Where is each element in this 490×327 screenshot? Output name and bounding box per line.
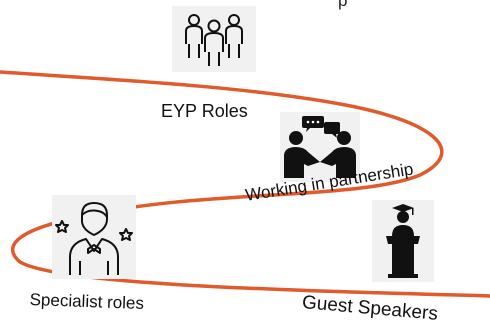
node-label-eyp-roles: EYP Roles (161, 101, 248, 121)
partnership-handshake-icon (280, 112, 360, 182)
lectern-speaker-icon (372, 200, 434, 282)
specialist-person-icon (52, 195, 136, 279)
team-people-icon (172, 6, 256, 72)
cut-off-heading: p (338, 0, 348, 10)
node-label-specialist-roles: Specialist roles (29, 290, 145, 313)
